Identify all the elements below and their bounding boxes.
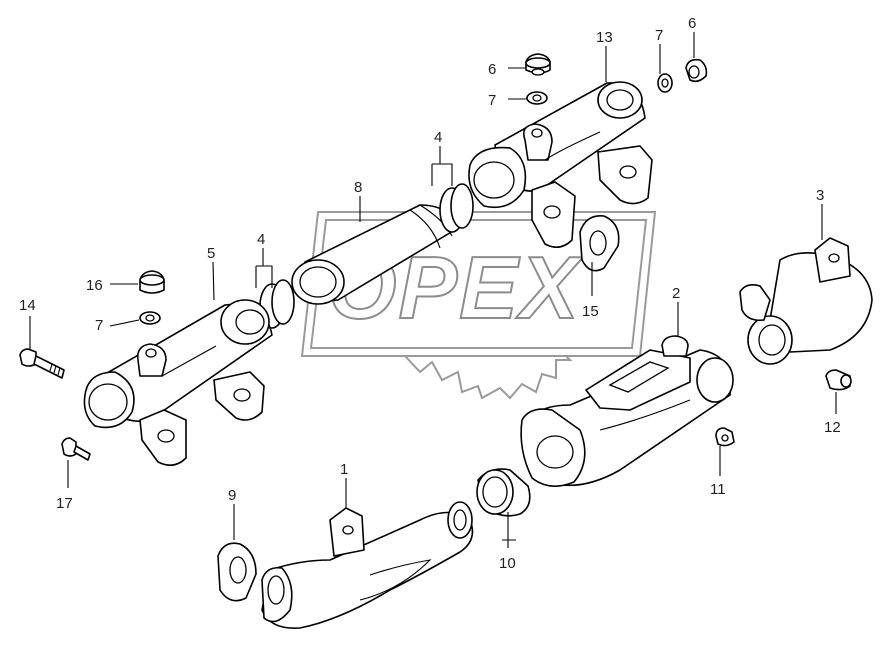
- callout-6-top-left: 6: [488, 61, 496, 78]
- manifold-section-upper: [468, 81, 653, 248]
- callout-10: 10: [499, 555, 516, 572]
- callout-5: 5: [207, 245, 215, 262]
- elbow-bottom: [261, 501, 474, 629]
- bolt-long: [19, 348, 65, 379]
- callout-12: 12: [824, 419, 841, 436]
- washer-lower: [139, 311, 161, 325]
- callout-2: 2: [672, 285, 680, 302]
- callout-17: 17: [56, 495, 73, 512]
- callout-13: 13: [596, 29, 613, 46]
- callout-1: 1: [340, 461, 348, 478]
- gasket-lower: [217, 542, 257, 602]
- nut: [715, 427, 735, 447]
- callout-15: 15: [582, 303, 599, 320]
- bolt-short: [61, 437, 91, 461]
- callout-7-lower: 7: [95, 317, 103, 334]
- connecting-pipe: [291, 204, 459, 305]
- elbow-right: [739, 237, 873, 365]
- manifold-section-lower: [83, 299, 273, 466]
- sleeve-coupling: [476, 468, 531, 517]
- callout-labels: 13 7 6 6 7 4 8 4 5 16 7 14 17 15 3 2 12 …: [19, 15, 841, 572]
- leader-lines: [29, 32, 837, 548]
- callout-7-top-right: 7: [655, 27, 663, 44]
- callout-3: 3: [816, 187, 824, 204]
- callout-6-top-right: 6: [688, 15, 696, 32]
- callout-7-top-left: 7: [488, 92, 496, 109]
- manifold-center: [520, 335, 734, 487]
- washer-upper-left: [526, 91, 548, 105]
- callout-11: 11: [710, 481, 726, 498]
- callout-16: 16: [86, 277, 103, 294]
- plug-upper-left: [525, 53, 551, 76]
- washer-upper-right: [657, 73, 673, 93]
- plug-lower: [139, 270, 165, 294]
- callout-4-upper: 4: [434, 129, 442, 146]
- callout-8: 8: [354, 179, 362, 196]
- gasket-upper: [579, 215, 620, 272]
- plug-upper-right: [685, 58, 708, 83]
- callout-9: 9: [228, 487, 236, 504]
- callout-4-lower: 4: [257, 231, 265, 248]
- callout-14: 14: [19, 297, 36, 314]
- piston-rings-upper: [439, 183, 474, 233]
- spacer-sleeve: [825, 369, 852, 391]
